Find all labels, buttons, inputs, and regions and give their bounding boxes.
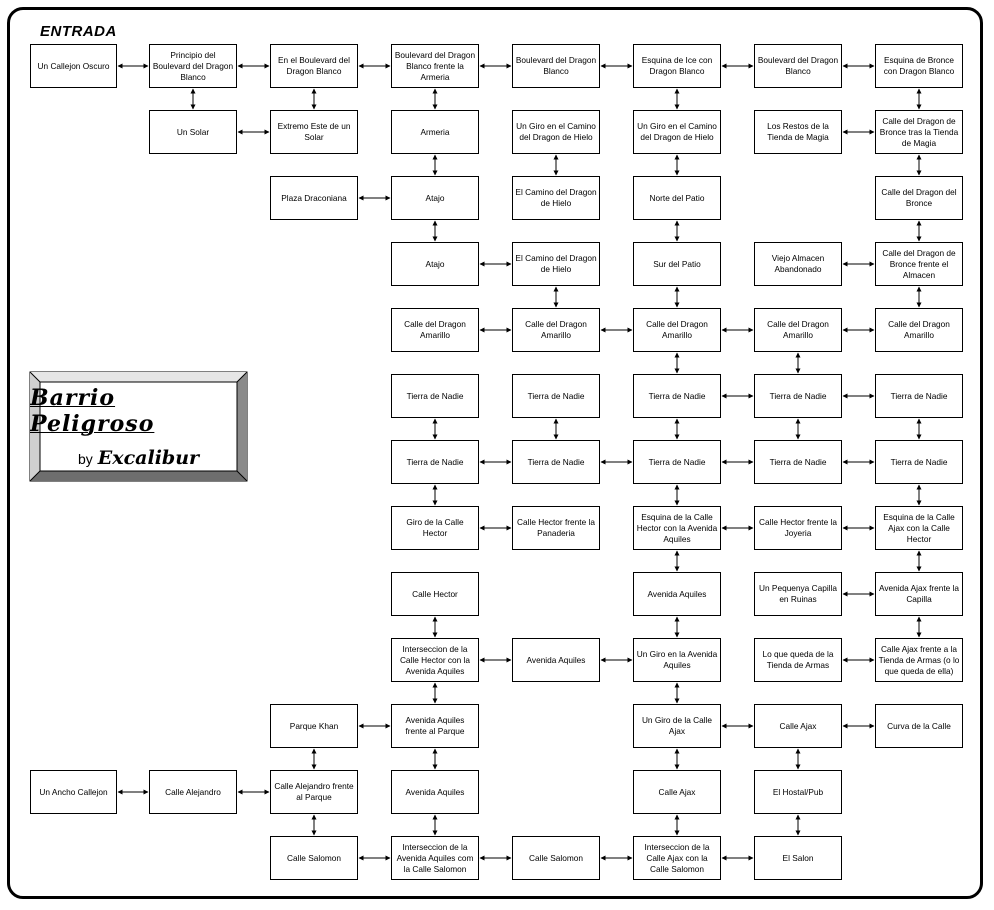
- title-plaque: [29, 371, 248, 482]
- room-node-calle-alejandro-frente-al-parque: Calle Alejandro frente al Parque: [270, 770, 358, 814]
- room-node-el-camino-del-dragon-de-hielo: El Camino del Dragon de Hielo: [512, 242, 600, 286]
- room-node-tierra-de-nadie: Tierra de Nadie: [754, 440, 842, 484]
- room-node-calle-del-dragon-del-bronce: Calle del Dragon del Bronce: [875, 176, 963, 220]
- room-node-viejo-almacen-abandonado: Viejo Almacen Abandonado: [754, 242, 842, 286]
- room-node-esquina-de-la-calle-ajax-con-la-calle-hector: Esquina de la Calle Ajax con la Calle He…: [875, 506, 963, 550]
- room-node-calle-del-dragon-amarillo: Calle del Dragon Amarillo: [512, 308, 600, 352]
- room-node-esquina-de-ice-con-dragon-blanco: Esquina de Ice con Dragon Blanco: [633, 44, 721, 88]
- title-card: Barrio Peligroso by Excalibur: [30, 372, 247, 481]
- room-node-tierra-de-nadie: Tierra de Nadie: [391, 440, 479, 484]
- room-node-el-hostal-pub: El Hostal/Pub: [754, 770, 842, 814]
- room-node-giro-de-la-calle-hector: Giro de la Calle Hector: [391, 506, 479, 550]
- room-node-extremo-este-de-un-solar: Extremo Este de un Solar: [270, 110, 358, 154]
- room-node-un-pequenya-capilla-en-ruinas: Un Pequenya Capilla en Ruinas: [754, 572, 842, 616]
- room-node-un-giro-de-la-calle-ajax: Un Giro de la Calle Ajax: [633, 704, 721, 748]
- room-node-interseccion-de-la-calle-ajax-con-la-calle-salomon: Interseccion de la Calle Ajax con la Cal…: [633, 836, 721, 880]
- room-node-curva-de-la-calle: Curva de la Calle: [875, 704, 963, 748]
- room-node-parque-khan: Parque Khan: [270, 704, 358, 748]
- room-node-avenida-aquiles: Avenida Aquiles: [512, 638, 600, 682]
- room-node-calle-del-dragon-de-bronce-frente-el-almacen: Calle del Dragon de Bronce frente el Alm…: [875, 242, 963, 286]
- room-node-calle-salomon: Calle Salomon: [512, 836, 600, 880]
- room-node-un-callejon-oscuro: Un Callejon Oscuro: [30, 44, 117, 88]
- room-node-tierra-de-nadie: Tierra de Nadie: [875, 440, 963, 484]
- room-node-calle-salomon: Calle Salomon: [270, 836, 358, 880]
- room-node-plaza-draconiana: Plaza Draconiana: [270, 176, 358, 220]
- map-title: Barrio Peligroso: [30, 384, 155, 437]
- room-node-interseccion-de-la-avenida-aquiles-com-la-calle-salomon: Interseccion de la Avenida Aquiles com l…: [391, 836, 479, 880]
- room-node-boulevard-del-dragon-blanco-frente-la-armeria: Boulevard del Dragon Blanco frente la Ar…: [391, 44, 479, 88]
- room-node-calle-hector-frente-la-panaderia: Calle Hector frente la Panaderia: [512, 506, 600, 550]
- room-node-el-salon: El Salon: [754, 836, 842, 880]
- title-by-label: by: [77, 450, 93, 467]
- room-node-avenida-aquiles: Avenida Aquiles: [391, 770, 479, 814]
- room-node-avenida-aquiles-frente-al-parque: Avenida Aquiles frente al Parque: [391, 704, 479, 748]
- room-node-tierra-de-nadie: Tierra de Nadie: [512, 374, 600, 418]
- room-node-avenida-aquiles: Avenida Aquiles: [633, 572, 721, 616]
- room-node-un-solar: Un Solar: [149, 110, 237, 154]
- room-node-armeria: Armeria: [391, 110, 479, 154]
- room-node-un-giro-en-la-avenida-aquiles: Un Giro en la Avenida Aquiles: [633, 638, 721, 682]
- room-node-calle-del-dragon-amarillo: Calle del Dragon Amarillo: [754, 308, 842, 352]
- room-node-tierra-de-nadie: Tierra de Nadie: [633, 374, 721, 418]
- room-node-tierra-de-nadie: Tierra de Nadie: [512, 440, 600, 484]
- room-node-norte-del-patio: Norte del Patio: [633, 176, 721, 220]
- diagram-frame: [7, 7, 983, 899]
- room-node-calle-ajax: Calle Ajax: [633, 770, 721, 814]
- room-node-calle-del-dragon-amarillo: Calle del Dragon Amarillo: [391, 308, 479, 352]
- room-node-un-giro-en-el-camino-del-dragon-de-hielo: Un Giro en el Camino del Dragon de Hielo: [633, 110, 721, 154]
- room-node-calle-del-dragon-de-bronce-tras-la-tienda-de-magia: Calle del Dragon de Bronce tras la Tiend…: [875, 110, 963, 154]
- room-node-en-el-boulevard-del-dragon-blanco: En el Boulevard del Dragon Blanco: [270, 44, 358, 88]
- room-node-atajo: Atajo: [391, 176, 479, 220]
- room-node-sur-del-patio: Sur del Patio: [633, 242, 721, 286]
- room-node-avenida-ajax-frente-la-capilla: Avenida Ajax frente la Capilla: [875, 572, 963, 616]
- room-node-esquina-de-bronce-con-dragon-blanco: Esquina de Bronce con Dragon Blanco: [875, 44, 963, 88]
- room-node-calle-hector-frente-la-joyeria: Calle Hector frente la Joyeria: [754, 506, 842, 550]
- room-node-principio-del-boulevard-del-dragon-blanco: Principio del Boulevard del Dragon Blanc…: [149, 44, 237, 88]
- room-node-boulevard-del-dragon-blanco: Boulevard del Dragon Blanco: [754, 44, 842, 88]
- entrance-label: ENTRADA: [40, 23, 117, 40]
- room-node-calle-del-dragon-amarillo: Calle del Dragon Amarillo: [633, 308, 721, 352]
- room-node-el-camino-del-dragon-de-hielo: El Camino del Dragon de Hielo: [512, 176, 600, 220]
- room-node-lo-que-queda-de-la-tienda-de-armas: Lo que queda de la Tienda de Armas: [754, 638, 842, 682]
- room-node-calle-ajax-frente-a-la-tienda-de-armas-o-lo-que-queda-de-ella: Calle Ajax frente a la Tienda de Armas (…: [875, 638, 963, 682]
- room-node-calle-alejandro: Calle Alejandro: [149, 770, 237, 814]
- room-node-un-ancho-callejon: Un Ancho Callejon: [30, 770, 117, 814]
- room-node-calle-del-dragon-amarillo: Calle del Dragon Amarillo: [875, 308, 963, 352]
- room-node-calle-hector: Calle Hector: [391, 572, 479, 616]
- room-node-un-giro-en-el-camino-del-dragon-de-hielo: Un Giro en el Camino del Dragon de Hielo: [512, 110, 600, 154]
- room-node-tierra-de-nadie: Tierra de Nadie: [633, 440, 721, 484]
- map-author: Excalibur: [97, 446, 200, 469]
- room-node-interseccion-de-la-calle-hector-con-la-avenida-aquiles: Interseccion de la Calle Hector con la A…: [391, 638, 479, 682]
- room-node-calle-ajax: Calle Ajax: [754, 704, 842, 748]
- room-node-boulevard-del-dragon-blanco: Boulevard del Dragon Blanco: [512, 44, 600, 88]
- room-node-atajo: Atajo: [391, 242, 479, 286]
- room-node-tierra-de-nadie: Tierra de Nadie: [875, 374, 963, 418]
- room-node-los-restos-de-la-tienda-de-magia: Los Restos de la Tienda de Magia: [754, 110, 842, 154]
- room-node-tierra-de-nadie: Tierra de Nadie: [754, 374, 842, 418]
- room-node-esquina-de-la-calle-hector-con-la-avenida-aquiles: Esquina de la Calle Hector con la Avenid…: [633, 506, 721, 550]
- room-node-tierra-de-nadie: Tierra de Nadie: [391, 374, 479, 418]
